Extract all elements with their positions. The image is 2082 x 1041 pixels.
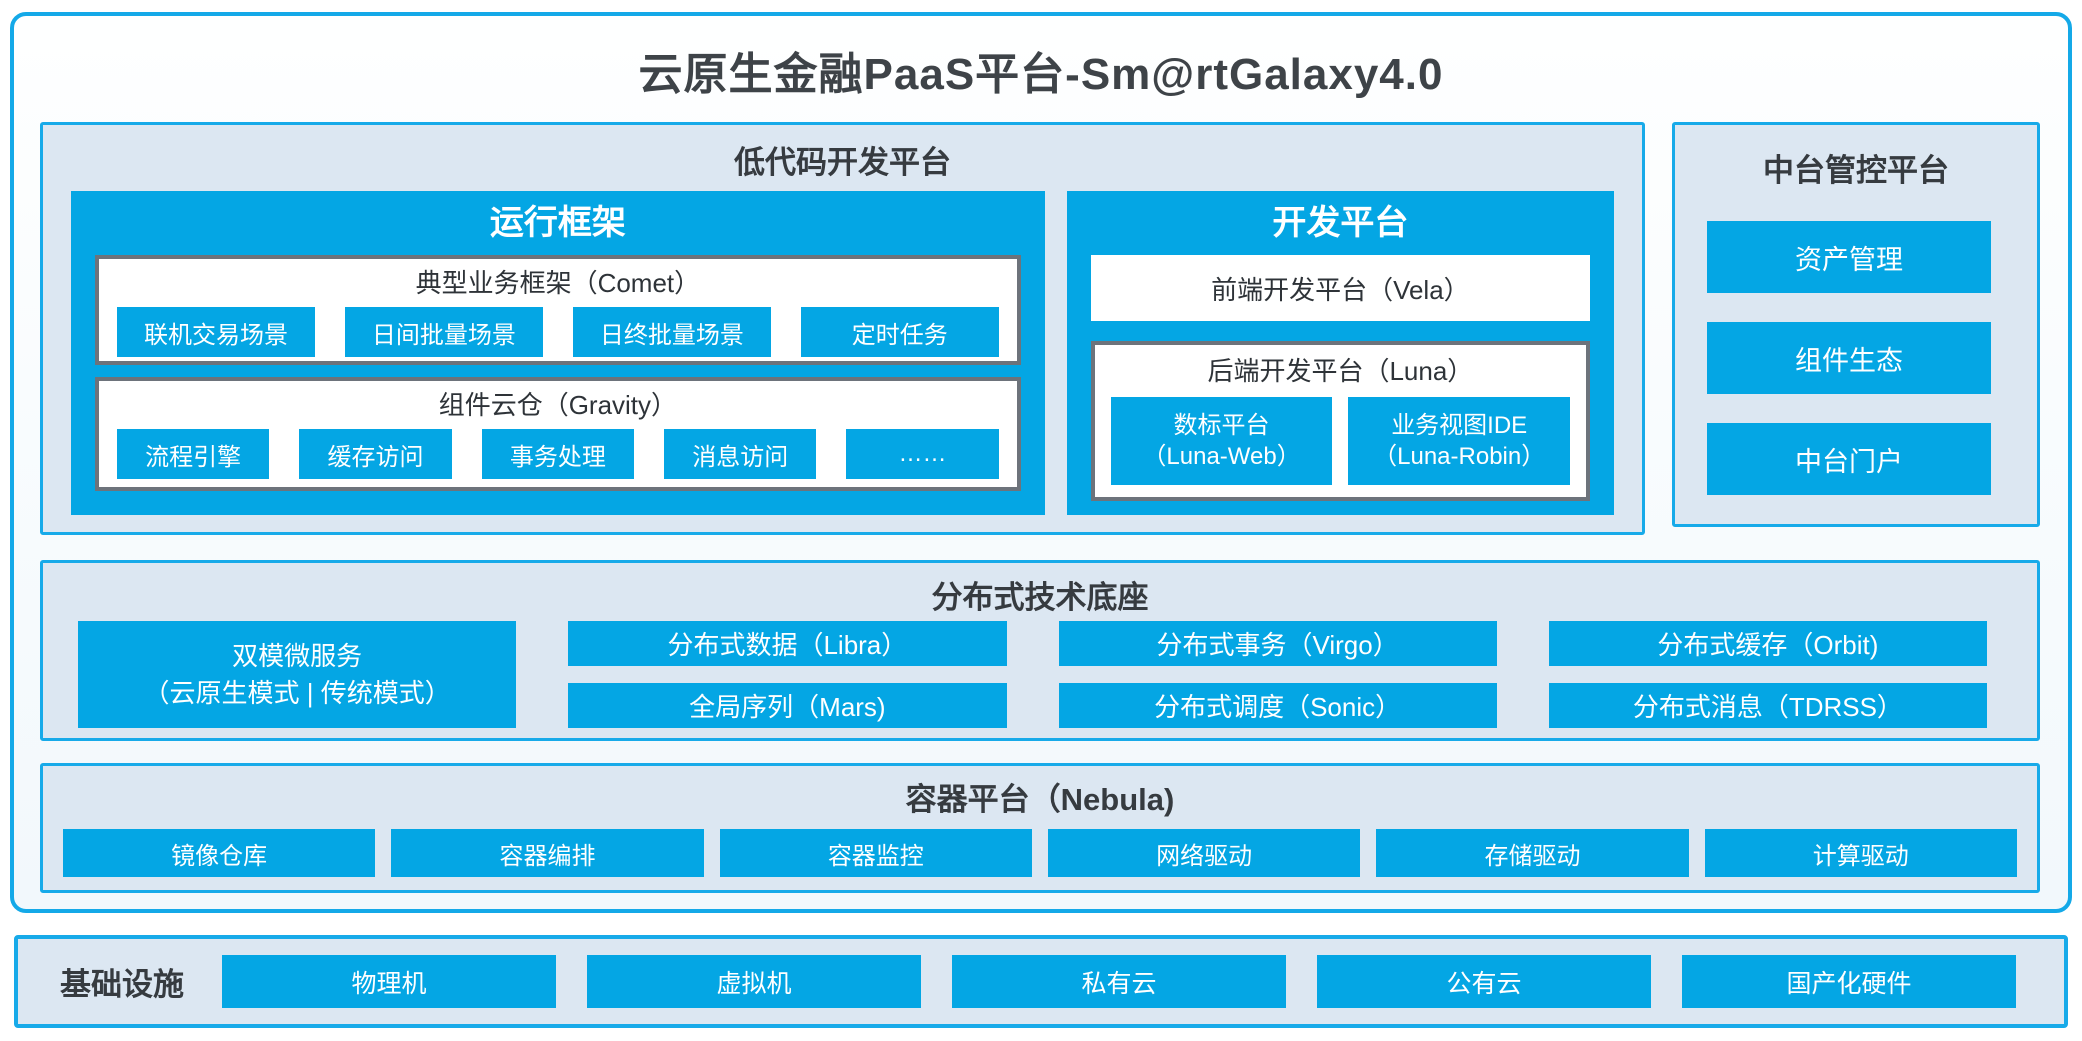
gravity-warehouse-title: 组件云仓（Gravity） (438, 390, 678, 420)
mid-item-asset-management: 资产管理 (1707, 221, 1991, 293)
gravity-item-cache-access: 缓存访问 (299, 429, 452, 479)
distributed-base-title: 分布式技术底座 (931, 580, 1149, 615)
runtime-framework-panel: 运行框架 典型业务框架（Comet） 联机交易场景 日间批量场景 日终批量场景 … (71, 191, 1045, 515)
luna-web-code: （Luna-Web） (1142, 443, 1301, 470)
gravity-warehouse-box: 组件云仓（Gravity） 流程引擎 缓存访问 事务处理 消息访问 …… (95, 377, 1021, 491)
dev-platform-panel: 开发平台 前端开发平台（Vela） 后端开发平台（Luna） 数标平台 （Lun… (1066, 191, 1614, 515)
gravity-item-ellipsis: …… (846, 429, 999, 479)
infrastructure-chip-row: 物理机 虚拟机 私有云 公有云 国产化硬件 (222, 955, 2016, 1008)
distributed-data-libra-box: 分布式数据（Libra） (568, 621, 1007, 666)
global-sequence-mars-box: 全局序列（Mars) (568, 683, 1007, 728)
panel-mid-platform-control: 中台管控平台 资产管理 组件生态 中台门户 (1672, 122, 2040, 527)
gravity-item-transaction-processing: 事务处理 (481, 429, 635, 479)
distributed-grid: 双模微服务 （云原生模式 | 传统模式） 分布式数据（Libra） 分布式事务（… (78, 621, 1987, 728)
luna-chip-row: 数标平台 （Luna-Web） 业务视图IDE （Luna-Robin） (1095, 397, 1586, 485)
mid-platform-title: 中台管控平台 (1763, 153, 1949, 188)
luna-web-chip: 数标平台 （Luna-Web） (1110, 397, 1333, 485)
infra-item-virtual-machine: 虚拟机 (587, 955, 921, 1008)
vela-frontend-box: 前端开发平台（Vela） (1090, 255, 1590, 321)
luna-backend-title: 后端开发平台（Luna） (1207, 356, 1474, 386)
comet-item-scheduled-task: 定时任务 (800, 307, 999, 357)
gravity-item-process-engine: 流程引擎 (117, 429, 270, 479)
distributed-scheduling-sonic-box: 分布式调度（Sonic） (1058, 683, 1497, 728)
luna-web-name: 数标平台 (1173, 412, 1270, 439)
mid-item-portal: 中台门户 (1707, 423, 1991, 495)
infra-item-domestic-hardware: 国产化硬件 (1682, 955, 2016, 1008)
gravity-item-message-access: 消息访问 (664, 429, 817, 479)
low-code-platform-title: 低代码开发平台 (734, 145, 951, 180)
infrastructure-label: 基础设施 (60, 967, 184, 1002)
panel-low-code-platform: 低代码开发平台 运行框架 典型业务框架（Comet） 联机交易场景 日间批量场景… (40, 122, 1645, 535)
container-item-storage-driver: 存储驱动 (1376, 829, 1689, 877)
container-item-compute-driver: 计算驱动 (1704, 829, 2017, 877)
comet-item-eod-batch: 日终批量场景 (572, 307, 771, 357)
distributed-cache-orbit-box: 分布式缓存（Orbit) (1548, 621, 1987, 666)
comet-chip-row: 联机交易场景 日间批量场景 日终批量场景 定时任务 (99, 307, 1017, 357)
luna-robin-name: 业务视图IDE (1391, 412, 1528, 439)
luna-backend-box: 后端开发平台（Luna） 数标平台 （Luna-Web） 业务视图IDE （Lu… (1090, 341, 1590, 501)
distributed-transaction-virgo-box: 分布式事务（Virgo） (1058, 621, 1497, 666)
panel-distributed-base: 分布式技术底座 双模微服务 （云原生模式 | 传统模式） 分布式数据（Libra… (40, 560, 2040, 741)
mid-platform-items: 资产管理 组件生态 中台门户 (1707, 221, 1991, 495)
comet-item-online-trading: 联机交易场景 (117, 307, 315, 357)
dual-mode-line1: 双模微服务 (232, 640, 363, 671)
infra-item-physical-machine: 物理机 (222, 955, 556, 1008)
container-chip-row: 镜像仓库 容器编排 容器监控 网络驱动 存储驱动 计算驱动 (63, 829, 2017, 877)
container-item-orchestration: 容器编排 (391, 829, 704, 877)
dev-platform-title: 开发平台 (1272, 204, 1409, 242)
panel-container-platform: 容器平台（Nebula) 镜像仓库 容器编排 容器监控 网络驱动 存储驱动 计算… (40, 763, 2040, 893)
luna-robin-code: （Luna-Robin） (1373, 443, 1546, 470)
dual-mode-microservice-box: 双模微服务 （云原生模式 | 传统模式） (78, 621, 517, 728)
luna-robin-chip: 业务视图IDE （Luna-Robin） (1348, 397, 1571, 485)
runtime-framework-title: 运行框架 (489, 204, 626, 242)
low-code-body: 运行框架 典型业务框架（Comet） 联机交易场景 日间批量场景 日终批量场景 … (71, 191, 1614, 515)
gravity-chip-row: 流程引擎 缓存访问 事务处理 消息访问 …… (99, 429, 1017, 479)
comet-item-daytime-batch: 日间批量场景 (344, 307, 543, 357)
infra-item-public-cloud: 公有云 (1317, 955, 1651, 1008)
distributed-message-tdrss-box: 分布式消息（TDRSS） (1548, 683, 1987, 728)
container-item-network-driver: 网络驱动 (1047, 829, 1361, 877)
panel-infrastructure: 基础设施 物理机 虚拟机 私有云 公有云 国产化硬件 (14, 935, 2068, 1028)
comet-framework-box: 典型业务框架（Comet） 联机交易场景 日间批量场景 日终批量场景 定时任务 (95, 255, 1021, 365)
infra-item-private-cloud: 私有云 (952, 955, 1286, 1008)
page-title: 云原生金融PaaS平台-Sm@rtGalaxy4.0 (638, 50, 1444, 99)
dual-mode-line2: （云原生模式 | 传统模式） (143, 677, 451, 708)
mid-item-component-ecosystem: 组件生态 (1707, 322, 1991, 394)
comet-framework-title: 典型业务框架（Comet） (415, 268, 701, 298)
container-item-monitoring: 容器监控 (719, 829, 1032, 877)
container-item-image-registry: 镜像仓库 (63, 829, 376, 877)
container-platform-title: 容器平台（Nebula) (905, 782, 1175, 817)
